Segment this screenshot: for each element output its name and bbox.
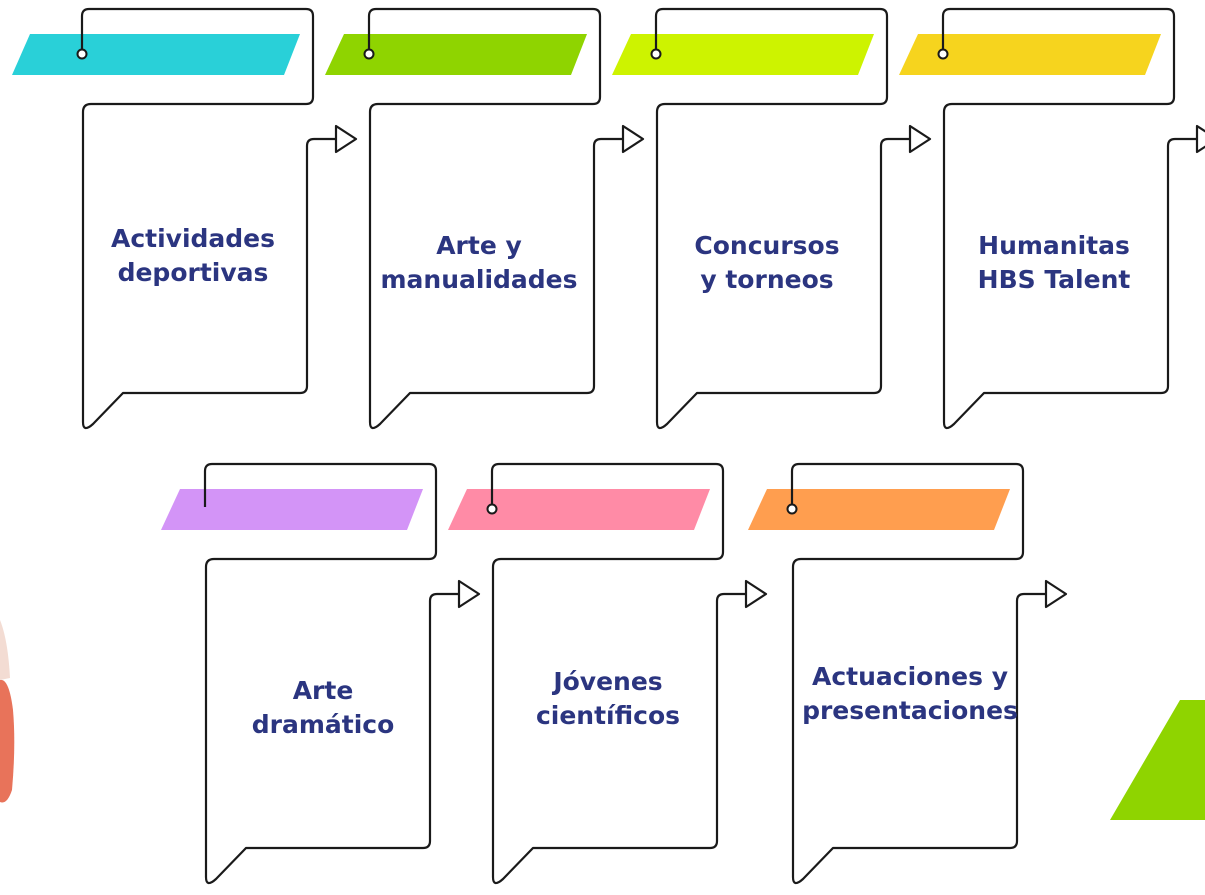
color-tag bbox=[161, 489, 423, 530]
color-tag bbox=[325, 34, 587, 75]
card-frame bbox=[748, 462, 1068, 885]
arrow-right-icon bbox=[457, 579, 481, 609]
card-frame bbox=[12, 7, 358, 430]
color-tag bbox=[448, 489, 710, 530]
arrow-right-icon bbox=[744, 579, 768, 609]
card-frame bbox=[899, 7, 1205, 430]
green-corner-shape bbox=[1110, 700, 1205, 820]
card-frame bbox=[612, 7, 932, 430]
arrow-right-icon bbox=[334, 124, 358, 154]
person-photo-fragment bbox=[0, 620, 15, 803]
card-frame bbox=[325, 7, 645, 430]
color-tag bbox=[899, 34, 1161, 75]
arrow-right-icon bbox=[908, 124, 932, 154]
color-tag bbox=[12, 34, 300, 75]
card-frame bbox=[448, 462, 768, 885]
color-tag bbox=[748, 489, 1010, 530]
arrow-right-icon bbox=[1195, 124, 1205, 154]
arrow-right-icon bbox=[1044, 579, 1068, 609]
arrow-right-icon bbox=[621, 124, 645, 154]
color-tag bbox=[612, 34, 874, 75]
card-frame bbox=[161, 462, 481, 885]
